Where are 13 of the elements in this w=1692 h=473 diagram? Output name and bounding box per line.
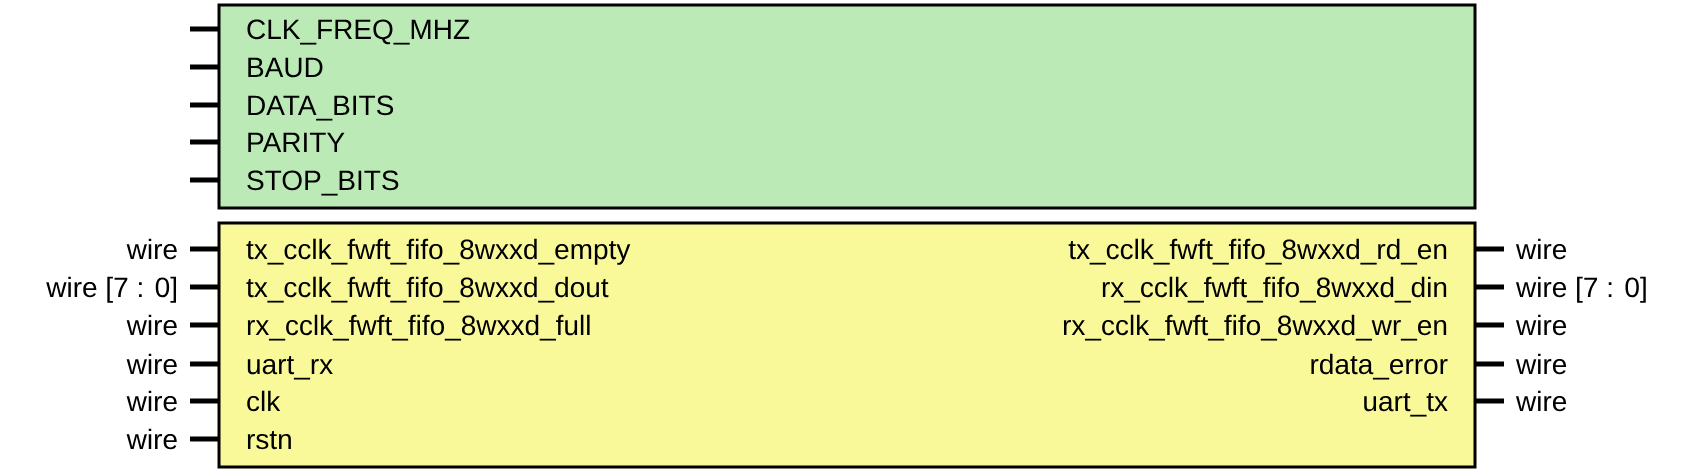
wire-type-label: wire [7 : 0] — [1515, 276, 1646, 303]
wire-type-label: wire — [1515, 238, 1567, 260]
wire-type-label: wire — [126, 390, 177, 412]
wire-type-label: wire — [1515, 314, 1567, 336]
wire-type-label: wire — [1515, 353, 1567, 375]
wire-type-label: wire — [1515, 390, 1567, 412]
wire-type-label: wire — [126, 238, 177, 260]
wire-type-label: wire — [126, 314, 177, 336]
wire-type-label: wire [7 : 0] — [46, 276, 176, 303]
parameter-block: CLK_FREQ_MHZ BAUD DATA_BITS PARITY STOP_BITS — [217, 3, 1477, 210]
port-block: tx_cclk_fwft_fifo_8wxxd_empty tx_cclk_fwft_fifo_8wxxd_rd_en tx_cclk_fwft_fifo_8wxxd_dout rx_cclk_fwft_fifo_8wxxd_din rx_cclk_fwft_fifo_8wxxd_full rx_cclk_fwft_fifo_8wxxd_wr_en uart_rx rdata_error clk uart_tx rstn — [217, 221, 1477, 469]
wire-type-label: wire — [126, 428, 177, 450]
wire-type-label: wire — [126, 353, 177, 375]
